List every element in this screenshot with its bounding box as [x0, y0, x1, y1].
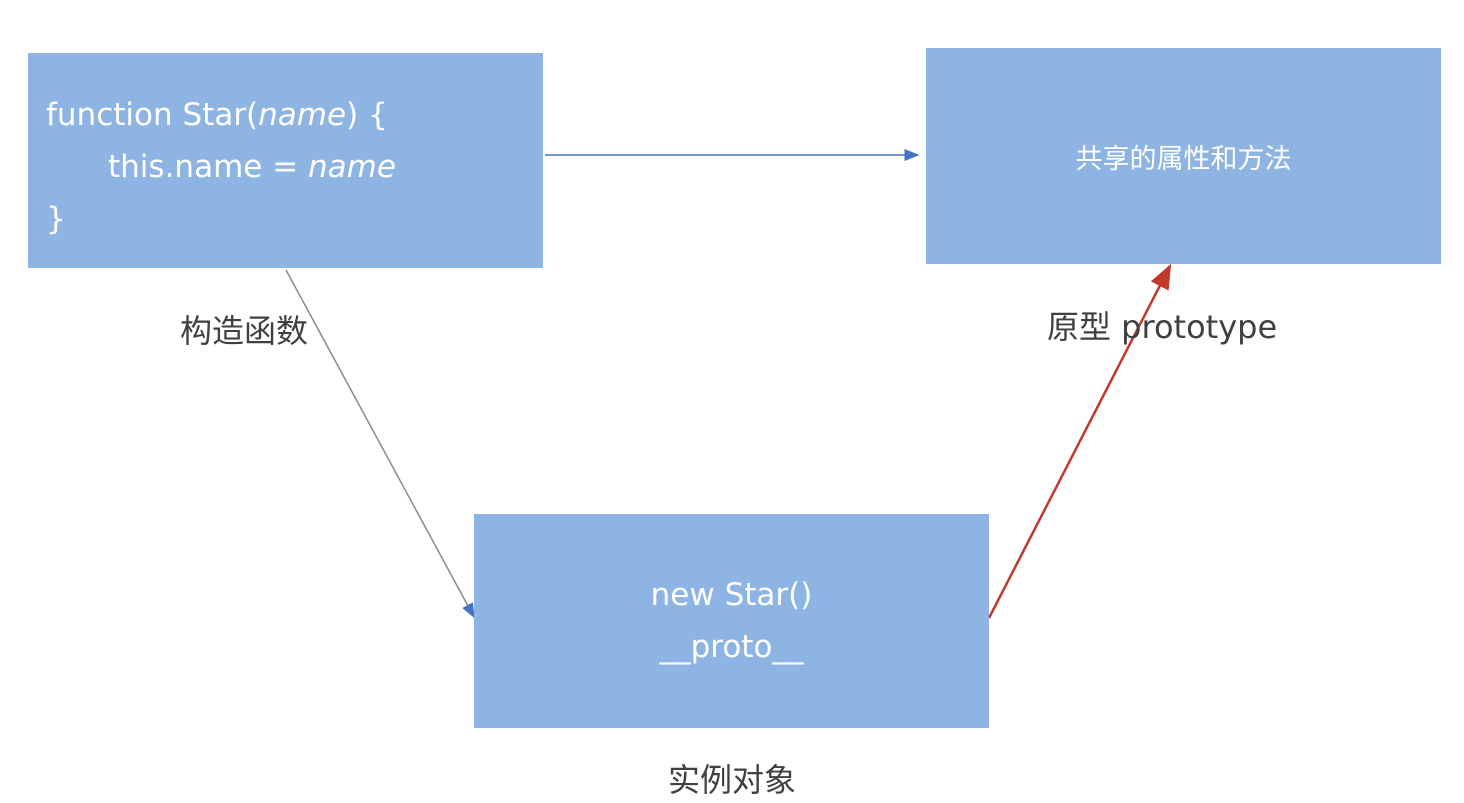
code-text: this.name =: [108, 149, 309, 185]
constructor-code-line-3: }: [46, 201, 66, 237]
code-param: name: [258, 97, 347, 133]
arrow-constructor-to-instance: [285, 269, 475, 619]
code-param: name: [308, 149, 396, 185]
instance-box: new Star() __proto__: [474, 514, 989, 728]
code-text: function Star(: [46, 97, 259, 133]
instance-caption: 实例对象: [668, 761, 797, 799]
prototype-box-text: 共享的属性和方法: [1075, 143, 1292, 175]
constructor-code-line-1: function Star(name) {: [46, 89, 543, 141]
code-text: ) {: [346, 97, 388, 133]
prototype-caption: 原型 prototype: [1047, 308, 1278, 346]
constructor-box: function Star(name) { this.name = name }: [28, 53, 543, 268]
constructor-caption: 构造函数: [180, 312, 309, 350]
arrow-instance-to-prototype: [987, 263, 1172, 619]
constructor-code-line-2: this.name = name: [46, 141, 543, 193]
instance-box-line-2: __proto__: [659, 629, 804, 665]
instance-box-line-1: new Star(): [650, 577, 813, 613]
prototype-box: 共享的属性和方法: [926, 48, 1441, 264]
